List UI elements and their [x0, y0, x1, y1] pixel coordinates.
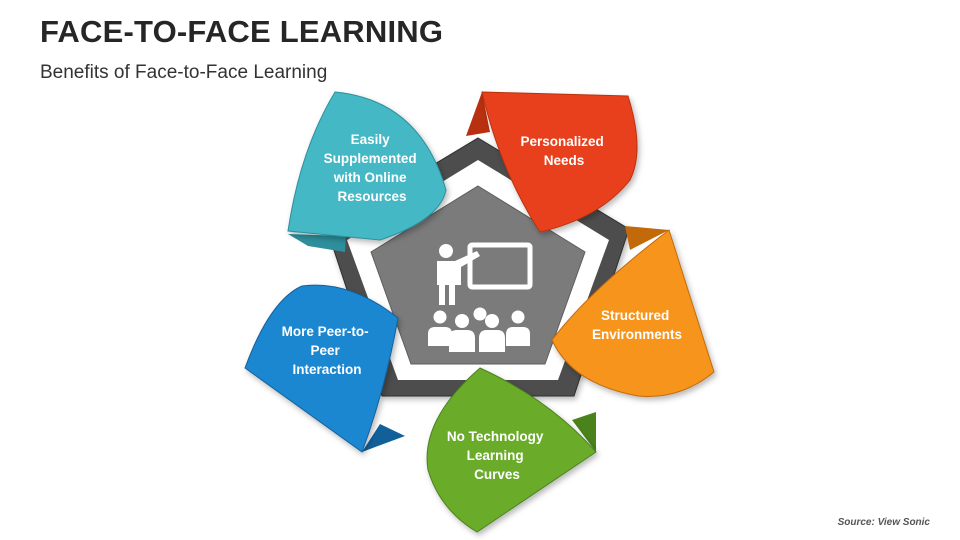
benefit-line: Curves	[474, 467, 520, 482]
benefit-line: Peer	[310, 343, 340, 358]
center-pentagon	[370, 185, 586, 365]
source-note: Source: View Sonic	[837, 517, 930, 528]
petal-shape	[551, 229, 715, 397]
petal-fold	[362, 424, 405, 452]
benefit-line: Supplemented	[324, 151, 417, 166]
petal-shape	[287, 91, 447, 241]
benefit-petal-4: No Technology Learning Curves	[426, 367, 597, 533]
benefit-line: Learning	[467, 448, 524, 463]
page-title: FACE-TO-FACE LEARNING	[40, 14, 444, 49]
benefit-line: Structured	[601, 308, 669, 323]
benefit-line: Personalized	[520, 134, 603, 149]
petal-fold	[466, 92, 490, 136]
petal-shape	[426, 367, 597, 533]
petal-shape	[481, 91, 638, 233]
petal-fold	[625, 226, 669, 250]
benefit-label: Structured Environments	[592, 308, 682, 342]
benefit-petal-3: Structured Environments	[551, 226, 715, 397]
benefit-line: Needs	[544, 153, 585, 168]
benefit-line: Easily	[351, 132, 391, 147]
benefit-line: Environments	[592, 327, 682, 342]
benefit-line: Resources	[337, 189, 406, 204]
page-subtitle: Benefits of Face-to-Face Learning	[40, 62, 328, 83]
benefit-petal-1: Easily Supplemented with Online Resource…	[287, 91, 447, 252]
petal-shape	[244, 284, 399, 453]
benefit-petal-5: More Peer-to- Peer Interaction	[244, 284, 405, 453]
benefit-line: Interaction	[292, 362, 361, 377]
benefit-label: No Technology Learning Curves	[447, 429, 547, 482]
benefit-label: Easily Supplemented with Online Resource…	[324, 132, 421, 204]
petal-fold	[288, 234, 346, 252]
benefit-line: with Online	[333, 170, 407, 185]
benefit-petal-2: Personalized Needs	[466, 91, 638, 233]
petal-fold	[572, 412, 596, 452]
benefit-label: Personalized Needs	[520, 134, 607, 168]
benefit-label: More Peer-to- Peer Interaction	[282, 324, 373, 377]
teacher-classroom-icon	[428, 242, 533, 352]
benefit-line: More Peer-to-	[282, 324, 369, 339]
benefit-line: No Technology	[447, 429, 544, 444]
